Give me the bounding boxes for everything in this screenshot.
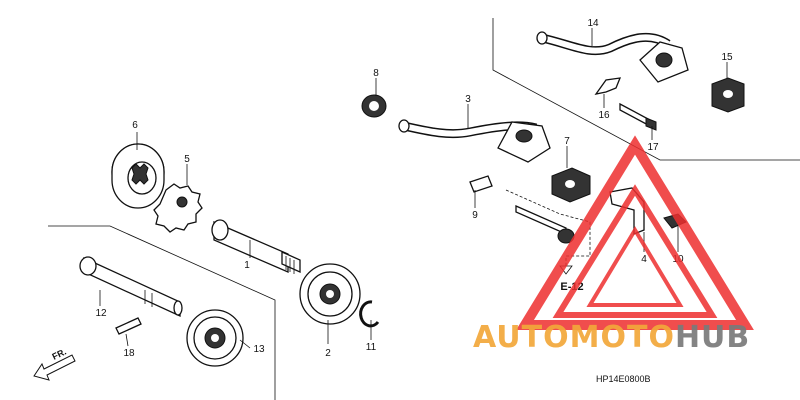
front-direction-marker: FR. — [33, 346, 76, 381]
sprocket-13-part — [186, 309, 244, 367]
callout-17: 17 — [647, 142, 659, 153]
callout-1: 1 — [244, 260, 250, 271]
watermark-text: AUTOMOTOHUB — [473, 320, 750, 355]
callout-13: 13 — [253, 344, 265, 355]
grommet-7-part — [551, 167, 591, 203]
callout-15: 15 — [721, 52, 733, 63]
outer-rotor-part — [111, 143, 165, 209]
sprocket-2-part — [299, 263, 361, 325]
watermark-brand-part2: HUB — [675, 320, 750, 355]
inner-rotor-part — [153, 183, 203, 233]
callout-6: 6 — [132, 120, 138, 131]
section-lines — [48, 18, 800, 400]
callout-12: 12 — [95, 308, 107, 319]
diagram-code: HP14E0800B — [596, 374, 651, 384]
callout-5: 5 — [184, 154, 190, 165]
callout-4: 4 — [641, 254, 647, 265]
callout-3: 3 — [465, 94, 471, 105]
callout-labels: 1 2 3 4 5 6 7 8 9 10 11 12 13 14 15 16 1… — [95, 18, 733, 359]
callout-16: 16 — [598, 110, 610, 121]
watermark-logo-icon — [516, 135, 754, 330]
callout-14: 14 — [587, 18, 599, 29]
pump-shaft-part — [211, 219, 301, 274]
callout-2: 2 — [325, 348, 331, 359]
oil-pipe-3-part — [398, 119, 551, 163]
snap-ring-part — [359, 300, 380, 328]
dowel-pin-part — [115, 317, 142, 335]
callout-18: 18 — [123, 348, 135, 359]
watermark-brand-part1: AUTOMOTO — [473, 320, 675, 355]
clamp-9-part — [469, 175, 493, 193]
callout-11: 11 — [366, 342, 377, 353]
oil-pipe-14-part — [536, 31, 689, 83]
callout-9: 9 — [472, 210, 478, 221]
grommet-8-part — [361, 94, 387, 118]
grommet-15-part — [711, 77, 745, 113]
drive-shaft-part — [79, 256, 183, 318]
bolt-17-part — [619, 102, 657, 131]
clip-16-part — [594, 77, 622, 95]
callout-7: 7 — [564, 136, 570, 147]
callout-8: 8 — [373, 68, 379, 79]
